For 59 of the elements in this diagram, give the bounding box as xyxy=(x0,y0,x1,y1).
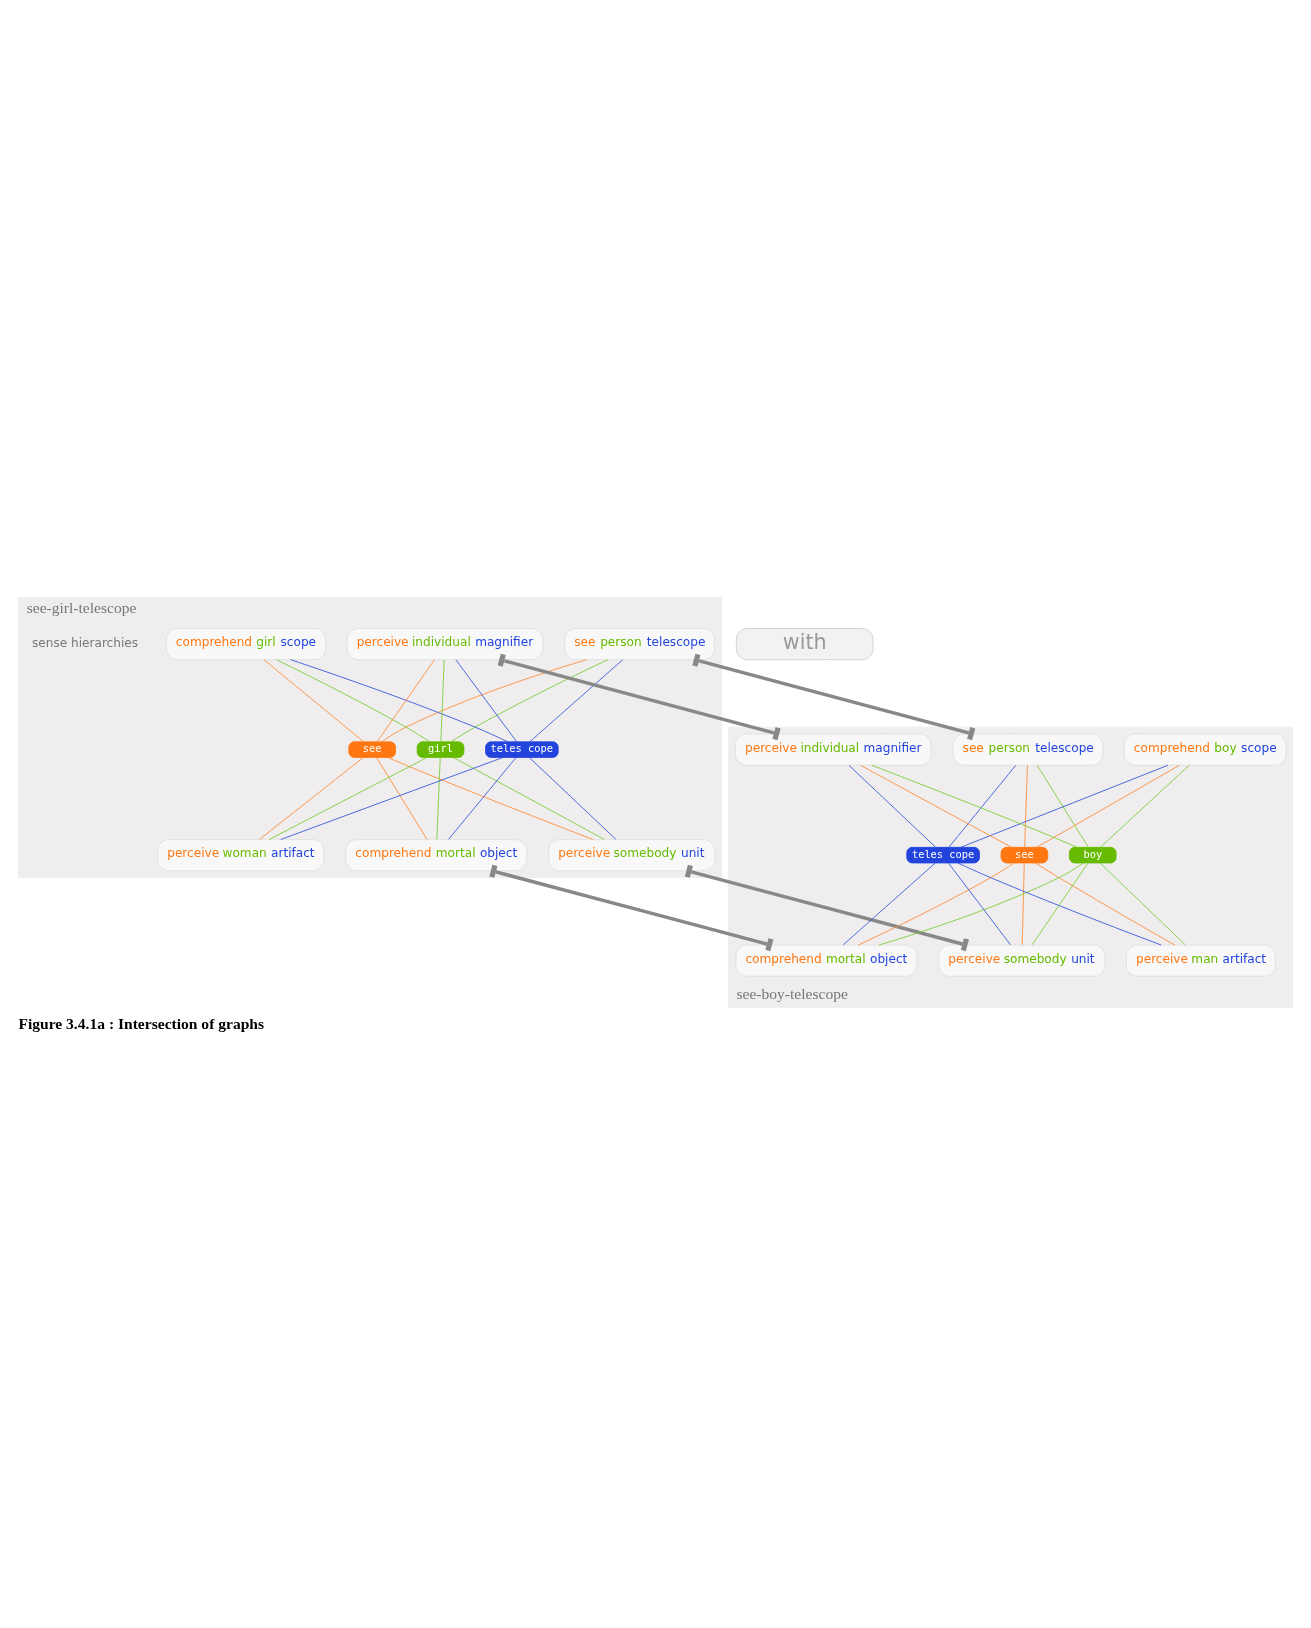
node-box: girl xyxy=(416,740,465,758)
connector xyxy=(440,658,445,742)
node-box: comprehend mortal object xyxy=(735,944,918,977)
node-box: with xyxy=(735,627,874,660)
connector xyxy=(376,658,435,742)
connector xyxy=(528,756,617,840)
connector xyxy=(448,756,517,840)
node-box: boy xyxy=(1068,846,1117,863)
connector xyxy=(1099,862,1186,945)
connector xyxy=(878,862,1084,946)
connector xyxy=(1099,764,1190,848)
connector xyxy=(1024,764,1028,848)
connector xyxy=(1036,764,1089,848)
caption: Figure 3.4.1a : Intersection of graphs xyxy=(18,1014,265,1032)
connector xyxy=(692,653,976,740)
connector xyxy=(1031,862,1089,945)
connector xyxy=(529,658,624,742)
connector xyxy=(489,864,774,951)
connector xyxy=(381,658,588,742)
connector xyxy=(276,658,431,742)
connector xyxy=(848,764,937,848)
node-box: teles cope xyxy=(906,846,980,863)
connector xyxy=(387,756,594,840)
connector xyxy=(497,653,781,740)
node-box: perceive somebody unit xyxy=(938,944,1106,977)
node-box: perceive individual magnifier xyxy=(735,733,932,766)
connector xyxy=(1035,862,1176,945)
node-box: perceive somebody unit xyxy=(548,838,716,871)
connector xyxy=(860,764,1013,848)
connector xyxy=(455,658,518,742)
node-box: teles cope xyxy=(485,740,559,758)
node-box: see person telescope xyxy=(952,733,1104,766)
connector xyxy=(948,764,1017,848)
connector xyxy=(957,862,1162,945)
connector xyxy=(263,658,365,742)
connector xyxy=(948,862,1011,945)
node-box: perceive woman artifact xyxy=(157,838,325,871)
connector xyxy=(450,658,609,742)
connector xyxy=(436,756,441,840)
connector xyxy=(871,764,1078,848)
node-box: see xyxy=(348,740,396,758)
connector xyxy=(376,756,428,840)
connector xyxy=(452,756,605,840)
node-box: see xyxy=(1000,846,1049,863)
connector xyxy=(960,764,1169,848)
node-box: perceive man artifact xyxy=(1126,944,1276,977)
node-box: comprehend boy scope xyxy=(1123,733,1287,766)
connector xyxy=(268,756,428,840)
connector xyxy=(842,862,936,945)
node-box: comprehend mortal object xyxy=(345,838,528,871)
connector xyxy=(259,756,364,840)
label: sense hierarchies xyxy=(31,635,139,650)
connector xyxy=(684,864,969,951)
node-box: comprehend girl scope xyxy=(165,627,326,660)
connector xyxy=(1036,764,1180,848)
connector xyxy=(290,658,509,742)
connector xyxy=(857,862,1015,945)
connector xyxy=(280,756,504,840)
connector xyxy=(1021,862,1025,945)
